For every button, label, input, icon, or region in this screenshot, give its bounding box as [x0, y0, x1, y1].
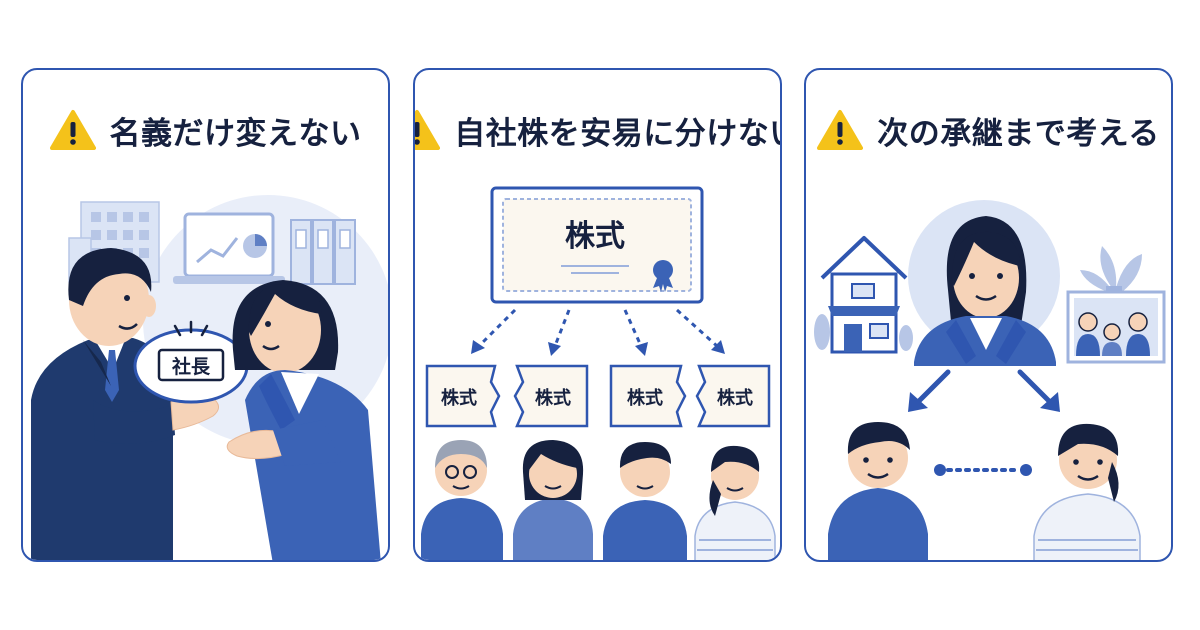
certificate-fragment: 株式 — [425, 364, 501, 428]
panel-title: 自社株を安易に分けない — [454, 115, 782, 152]
certificate-fragment: 株式 — [695, 364, 771, 428]
panel-title: 名義だけ変えない — [109, 115, 362, 152]
fragment-label: 株式 — [627, 387, 663, 409]
warning-icon — [415, 110, 441, 150]
succession-arrows — [915, 369, 1053, 405]
panel-next-succession: 次の承継まで考える — [804, 68, 1173, 562]
arrow-head — [548, 342, 561, 356]
panel-heading: 次の承継まで考える — [806, 104, 1171, 156]
certificate-fragment: 株式 — [609, 364, 687, 428]
plant-icon — [1080, 246, 1142, 294]
arrow-head — [635, 342, 648, 356]
warning-icon — [49, 110, 96, 150]
laptop-chart-icon — [173, 212, 285, 284]
share-certificate: 株式 — [490, 186, 704, 304]
male-executive — [31, 248, 219, 560]
split-arrows — [477, 308, 719, 348]
son-avatar — [828, 422, 928, 560]
arrow-head — [471, 340, 485, 354]
fragment-label: 株式 — [441, 387, 477, 409]
certificate-label: 株式 — [565, 219, 625, 254]
arrow-head — [1040, 392, 1060, 412]
succession-illustration: 社長 — [31, 195, 388, 560]
arrow-head — [908, 392, 928, 412]
daughter-avatar — [1033, 423, 1141, 560]
president-label: 社長 — [171, 355, 211, 378]
house-icon — [814, 236, 913, 354]
elderly-man-avatar — [421, 440, 503, 560]
young-man-avatar — [603, 442, 687, 560]
panel-heading: 自社株を安易に分けない — [415, 104, 780, 156]
panel-name-only: 名義だけ変えない — [21, 68, 390, 562]
arrow-head — [711, 340, 725, 354]
fragment-label: 株式 — [717, 387, 753, 409]
female-successor — [226, 280, 381, 560]
fragment-label: 株式 — [535, 387, 571, 409]
woman-avatar — [513, 440, 593, 560]
certificate-fragment: 株式 — [513, 364, 589, 428]
relation-connector — [934, 464, 1032, 476]
family-photo-frame — [1066, 290, 1166, 364]
seal-icon — [653, 260, 673, 280]
panel-title: 次の承継まで考える — [877, 115, 1160, 152]
panel-heading: 名義だけ変えない — [23, 104, 388, 156]
shares-split-illustration: 株式 株式 株式 — [421, 186, 776, 560]
next-generation-illustration — [814, 200, 1166, 560]
panel-dont-split-shares: 自社株を安易に分けない 株式 株式 — [413, 68, 782, 562]
young-woman-avatar — [694, 445, 776, 560]
president-title-badge: 社長 — [133, 320, 249, 404]
current-owner-avatar — [908, 200, 1060, 366]
warning-icon — [817, 110, 864, 150]
